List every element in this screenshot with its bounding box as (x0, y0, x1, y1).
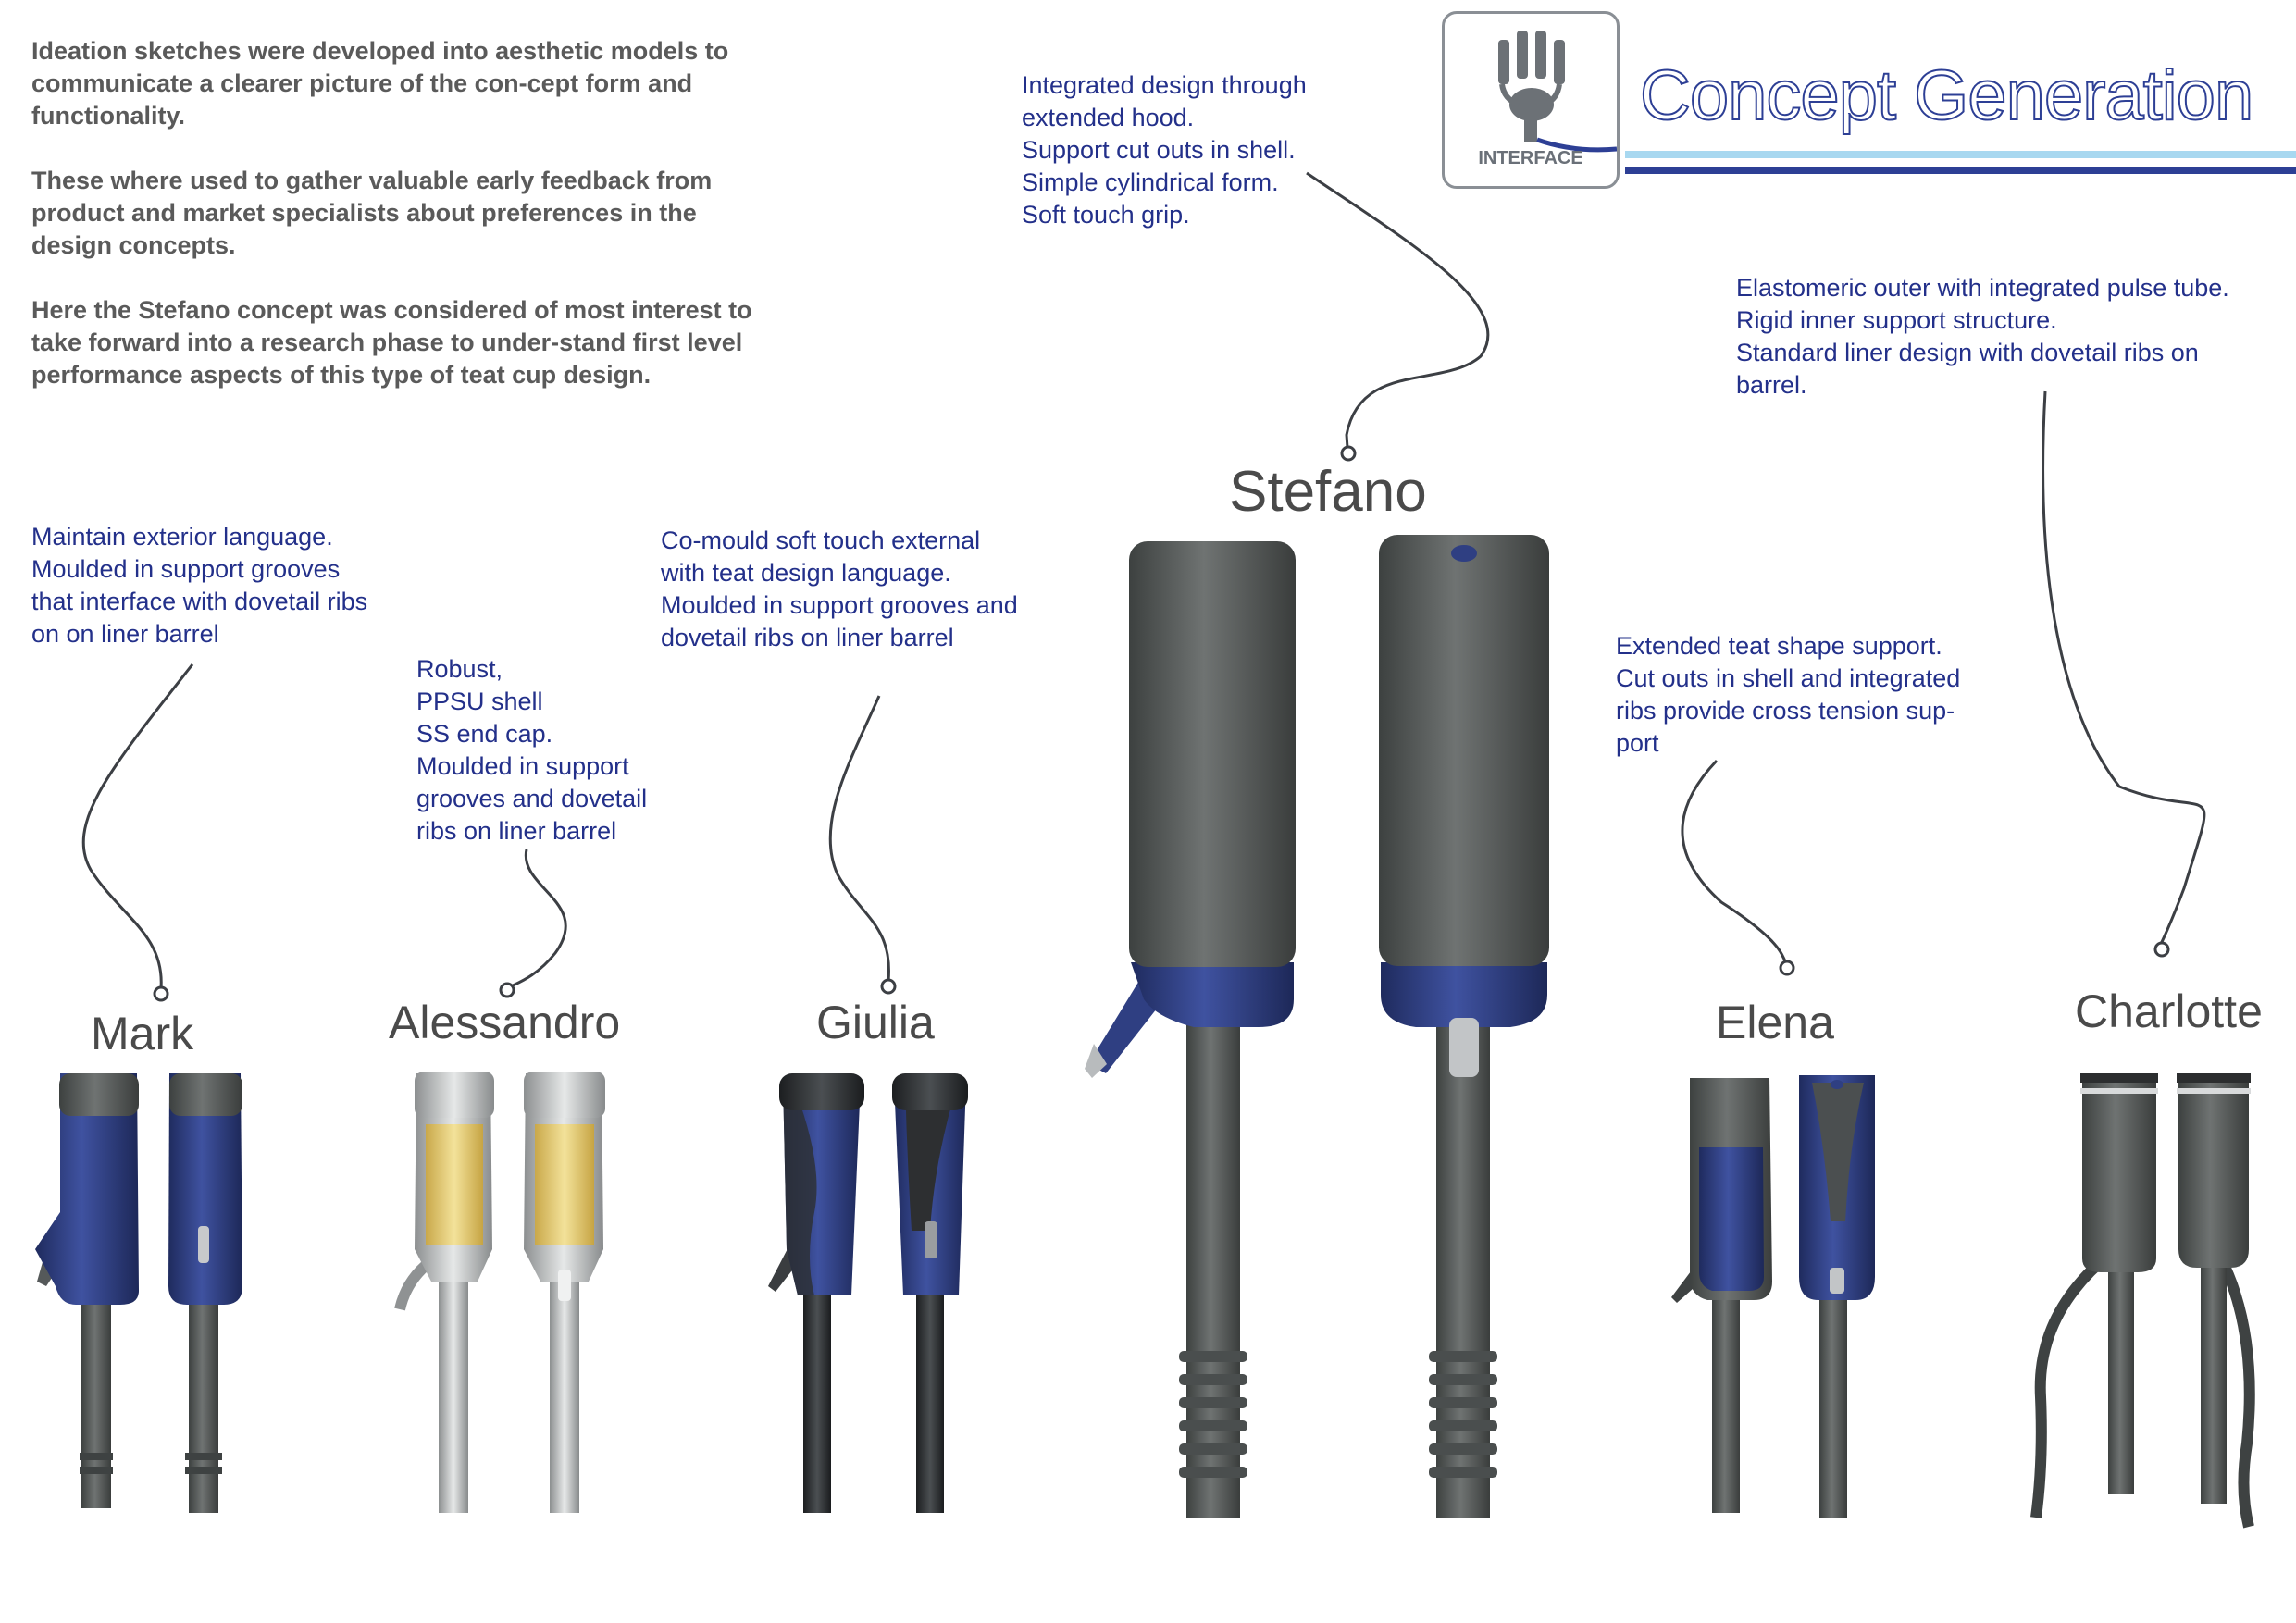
leader-dot-charlotte (2153, 941, 2170, 958)
concept-name-stefano: Stefano (1229, 460, 1427, 524)
leader-lines (81, 171, 2206, 1002)
elena-model-side (1671, 1078, 1772, 1513)
leader-line-alessandro (510, 849, 567, 988)
intro-paragraph: Here the Stefano concept was considered … (31, 296, 752, 389)
note-giulia: Co-mould soft touch external with teat d… (661, 527, 1018, 651)
alessandro-model-side (394, 1072, 494, 1513)
charlotte-model-front (2177, 1073, 2255, 1529)
alessandro-model-front (524, 1072, 605, 1513)
leader-line-charlotte (2042, 390, 2206, 945)
leader-dot-alessandro (499, 982, 515, 998)
leader-line-elena (1681, 759, 1788, 964)
intro-text: Ideation sketches were developed into ae… (31, 35, 772, 424)
concept-name-charlotte: Charlotte (2075, 985, 2263, 1037)
intro-paragraph: Ideation sketches were developed into ae… (31, 37, 729, 130)
leader-line-stefano (1306, 171, 1490, 449)
elena-model-front (1799, 1075, 1875, 1518)
stefano-model-side (1085, 541, 1296, 1518)
mark-model-side (35, 1073, 139, 1508)
teat-cup-cluster-icon (1498, 31, 1618, 153)
note-mark: Maintain exterior language. Moulded in s… (31, 523, 368, 648)
giulia-model-front (892, 1073, 968, 1513)
concept-name-alessandro: Alessandro (389, 997, 621, 1048)
giulia-model-side (768, 1073, 864, 1513)
logo-label: INTERFACE (1478, 148, 1583, 168)
page-title: Concept Generation (1639, 56, 2254, 136)
header-rule-light (1625, 151, 2296, 158)
leader-dot-stefano (1340, 445, 1357, 462)
concept-name-mark: Mark (91, 1008, 194, 1059)
leader-dot-mark (153, 985, 169, 1002)
stefano-model-front (1379, 535, 1549, 1518)
note-stefano: Integrated design through extended hood.… (1022, 71, 1307, 229)
note-charlotte: Elastomeric outer with integrated pulse … (1736, 274, 2229, 399)
leader-line-mark (81, 663, 194, 989)
intro-paragraph: These where used to gather valuable earl… (31, 167, 713, 259)
header-rule-dark (1625, 167, 2296, 174)
charlotte-model-side (2030, 1073, 2158, 1518)
leader-line-giulia (828, 695, 890, 982)
concept-name-giulia: Giulia (816, 997, 935, 1048)
interface-logo: INTERFACE (1442, 11, 1620, 189)
concept-name-elena: Elena (1716, 997, 1834, 1048)
mark-model-front (168, 1073, 242, 1513)
note-elena: Extended teat shape support. Cut outs in… (1616, 632, 1961, 757)
note-alessandro: Robust, PPSU shell SS end cap. Moulded i… (416, 655, 648, 845)
leader-dot-giulia (880, 978, 897, 995)
leader-dot-elena (1779, 960, 1795, 976)
